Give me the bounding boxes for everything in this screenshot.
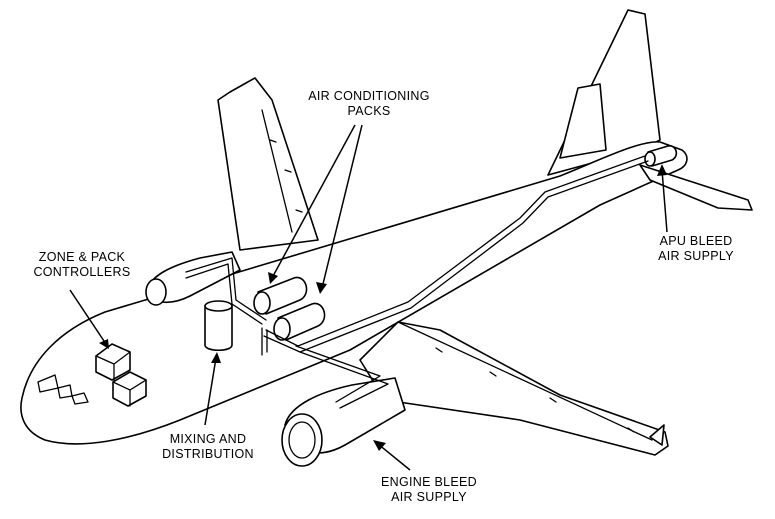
mixing-unit [204, 300, 233, 352]
zone-pack-controller-boxes [95, 343, 147, 407]
mixing-arrow [204, 352, 221, 426]
near-wing [359, 321, 669, 456]
engine-bleed-arrow [373, 440, 411, 471]
zone-controllers-arrow [69, 289, 109, 349]
apu-bleed-arrow [657, 164, 668, 233]
ac-packs-arrows [268, 124, 363, 294]
label-mixing-and-distribution: MIXING AND DISTRIBUTION [162, 432, 254, 461]
apu-unit [644, 145, 678, 167]
far-horizontal-stabilizer [559, 83, 607, 159]
label-engine-bleed-air-supply: ENGINE BLEED AIR SUPPLY [381, 475, 477, 504]
air-conditioning-packs [253, 276, 326, 341]
cockpit-windows [37, 374, 89, 405]
near-horizontal-stabilizer [639, 164, 753, 211]
far-wing [217, 77, 319, 251]
label-apu-bleed-air-supply: APU BLEED AIR SUPPLY [658, 234, 734, 263]
label-zone-pack-controllers: ZONE & PACK CONTROLLERS [33, 250, 131, 279]
label-air-conditioning-packs: AIR CONDITIONING PACKS [308, 89, 430, 118]
bleed-air-ducting [185, 155, 649, 409]
